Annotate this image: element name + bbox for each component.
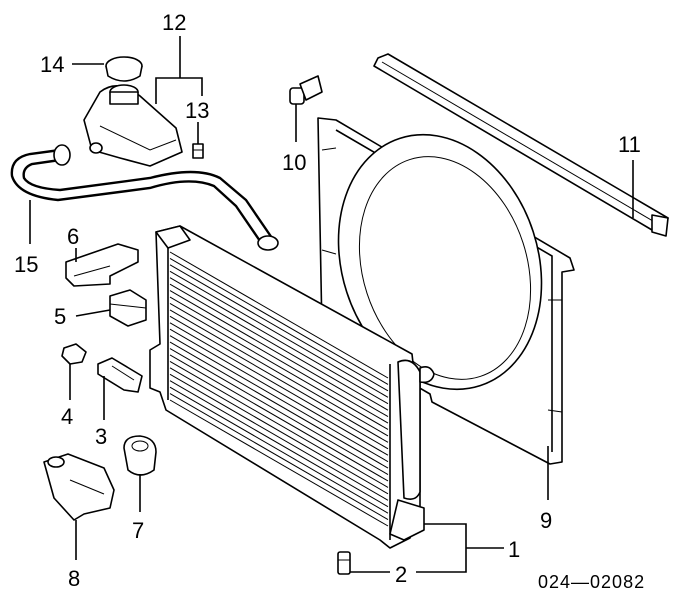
radiator-fin (169, 354, 389, 482)
bolt-part (337, 551, 351, 575)
radiator-fin (169, 309, 389, 437)
callout-4: 4 (61, 404, 73, 429)
callout-15: 15 (14, 252, 38, 277)
radiator-fin (169, 270, 389, 398)
expansion-tank-part (83, 84, 183, 167)
radiator-fin (169, 386, 389, 514)
callout-1: 1 (508, 537, 520, 562)
leader-lines (29, 36, 634, 573)
callout-10: 10 (282, 150, 306, 175)
radiator-fin (169, 393, 389, 520)
drain-plug-part (61, 343, 87, 365)
callout-5: 5 (54, 304, 66, 329)
bleed-screw-part (192, 143, 204, 159)
callout-12: 12 (162, 10, 186, 35)
diagram-code: 024—02082 (538, 572, 645, 592)
hose-part (10, 144, 279, 251)
radiator-fin (169, 303, 389, 430)
bracket-part (65, 243, 139, 287)
radiator-fin (169, 380, 389, 508)
radiator-part (149, 225, 435, 549)
callout-8: 8 (68, 566, 80, 591)
radiator-fin (169, 296, 389, 424)
temperature-switch-part (97, 357, 143, 393)
radiator-fins (169, 251, 389, 527)
radiator-fin (169, 341, 389, 469)
seal-strip-part (373, 53, 669, 237)
radiator-fin (169, 335, 389, 463)
radiator-fin (169, 290, 389, 418)
radiator-fin (169, 328, 389, 456)
radiator-fin (169, 373, 389, 501)
rubber-mount-part (109, 289, 147, 327)
radiator-fin (169, 322, 389, 450)
radiator-fin (169, 348, 389, 475)
radiator-fin (169, 277, 389, 405)
grommet-part (123, 435, 157, 476)
callout-7: 7 (132, 518, 144, 543)
callout-3: 3 (95, 424, 107, 449)
radiator-fin (169, 264, 389, 392)
fan-shroud-part (317, 117, 575, 465)
clip-part (289, 75, 323, 105)
radiator-fin (169, 258, 389, 385)
callout-6: 6 (67, 224, 79, 249)
callout-11: 11 (618, 132, 641, 157)
radiator-fin (169, 315, 389, 443)
radiator-fin (169, 360, 389, 488)
radiator-fin (169, 283, 389, 411)
radiator-fin (169, 367, 389, 495)
callout-2: 2 (395, 562, 407, 587)
callout-14: 14 (40, 52, 64, 77)
lower-bracket-part (43, 453, 115, 521)
radiator-fin (169, 399, 389, 527)
cap-part (105, 56, 143, 82)
callout-13: 13 (185, 98, 209, 123)
callout-9: 9 (540, 508, 552, 533)
radiator-fin (169, 251, 389, 379)
